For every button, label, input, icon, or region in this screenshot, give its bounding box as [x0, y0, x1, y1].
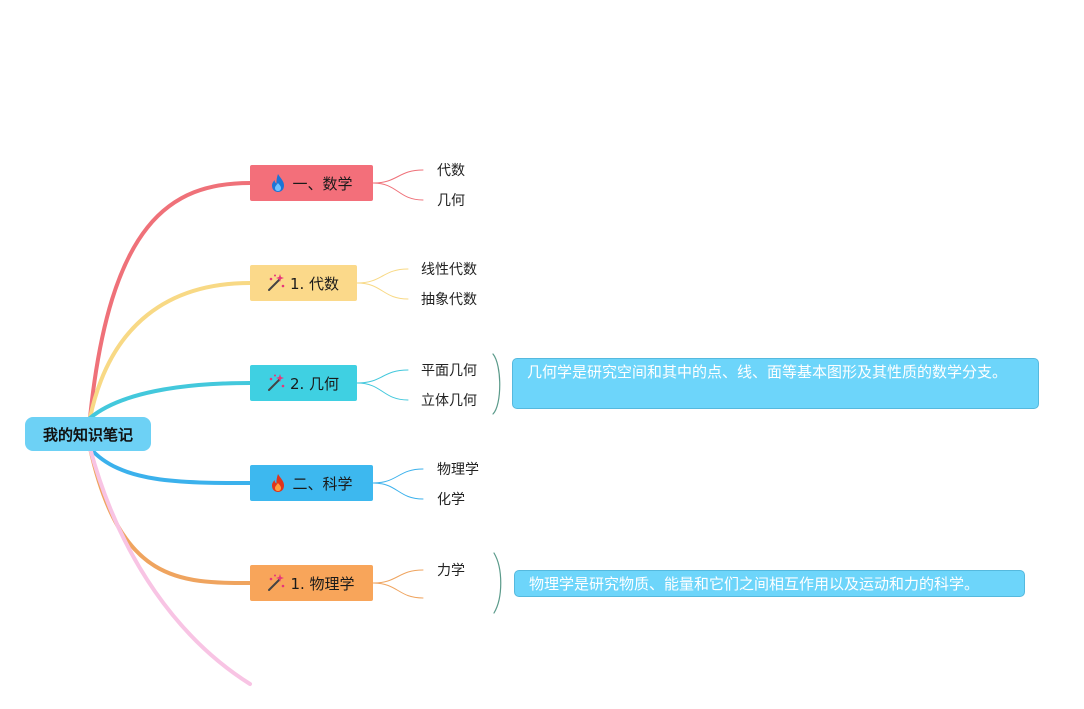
note-bracket	[492, 353, 501, 415]
main-branch-line	[88, 381, 252, 420]
leaf-connector-line	[356, 382, 409, 401]
leaf-connector-line	[356, 369, 409, 384]
branch-label-geometry: 2. 几何	[289, 374, 340, 393]
branch-label-math: 一、数学	[292, 174, 353, 193]
root-label: 我的知识笔记	[42, 425, 133, 444]
leaf-connector-line	[372, 569, 424, 584]
leaf-label: 力学	[437, 563, 465, 579]
summary-note-text: 物理学是研究物质、能量和它们之间相互作用以及运动和力的科学。	[529, 575, 980, 593]
branch-node-physics[interactable]: 1. 物理学	[250, 565, 373, 601]
leaf-connector-line	[356, 268, 409, 284]
summary-note-text: 几何学是研究空间和其中的点、线、面等基本图形及其性质的数学分支。	[527, 363, 1008, 381]
leaf-node[interactable]: 代数	[437, 160, 465, 180]
leaf-label: 几何	[437, 193, 465, 209]
leaf-node[interactable]: 平面几何	[421, 360, 477, 380]
leaf-label: 代数	[437, 163, 465, 179]
branch-node-algebra[interactable]: 1. 代数	[250, 265, 357, 301]
branch-label-algebra: 1. 代数	[289, 274, 340, 293]
summary-note-physics[interactable]: 物理学是研究物质、能量和它们之间相互作用以及运动和力的科学。	[514, 570, 1025, 597]
magic-wand-icon	[266, 273, 286, 293]
leaf-connector-line	[372, 468, 424, 484]
main-branch-line	[88, 446, 252, 485]
leaf-node[interactable]: 线性代数	[421, 259, 477, 279]
leaf-node[interactable]: 立体几何	[421, 390, 477, 410]
main-branch-line	[88, 281, 252, 420]
leaf-connector-line	[372, 482, 424, 500]
main-branch-line	[88, 446, 252, 686]
leaf-node[interactable]: 物理学	[437, 459, 479, 479]
branch-label-physics: 1. 物理学	[290, 574, 355, 593]
leaf-label: 化学	[437, 492, 465, 508]
leaf-connector-line	[372, 182, 424, 201]
branch-node-geometry[interactable]: 2. 几何	[250, 365, 357, 401]
leaf-label: 立体几何	[421, 393, 477, 409]
leaf-connector-line	[372, 169, 424, 184]
summary-note-geometry[interactable]: 几何学是研究空间和其中的点、线、面等基本图形及其性质的数学分支。	[512, 358, 1039, 409]
leaf-connector-line	[372, 582, 424, 599]
magic-wand-icon	[266, 373, 286, 393]
branch-node-science[interactable]: 二、科学	[250, 465, 373, 501]
leaf-label: 物理学	[437, 462, 479, 478]
main-branch-line	[88, 181, 252, 420]
leaf-node[interactable]: 化学	[437, 489, 465, 509]
fire-icon	[268, 173, 288, 193]
magic-wand-icon	[266, 573, 286, 593]
leaf-label: 抽象代数	[421, 292, 477, 308]
leaf-node[interactable]: 力学	[437, 560, 465, 580]
fire-icon	[268, 473, 288, 493]
leaf-node[interactable]: 几何	[437, 190, 465, 210]
note-bracket	[493, 552, 502, 614]
branch-label-science: 二、科学	[292, 474, 353, 493]
leaf-label: 平面几何	[421, 363, 477, 379]
leaf-node[interactable]: 抽象代数	[421, 289, 477, 309]
root-node[interactable]: 我的知识笔记	[25, 417, 151, 451]
leaf-connector-line	[356, 282, 409, 300]
leaf-label: 线性代数	[421, 262, 477, 278]
branch-node-math[interactable]: 一、数学	[250, 165, 373, 201]
